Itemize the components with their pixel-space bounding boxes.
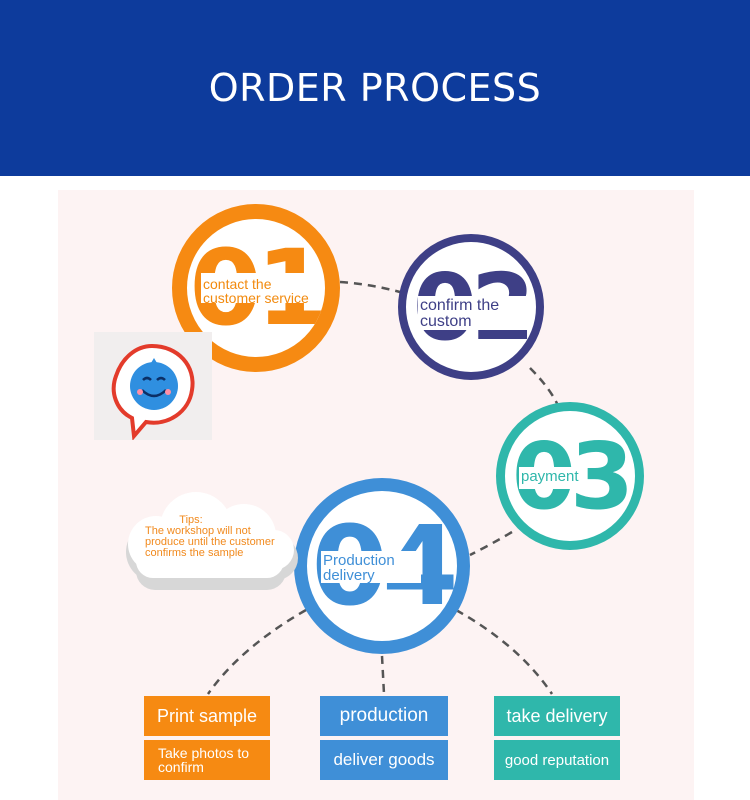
- connector-03-04: [469, 530, 513, 557]
- smiling-water-drop-icon: [111, 343, 195, 441]
- step-01-label: contact the customer service: [203, 276, 309, 306]
- step-02-label: confirm the custom: [420, 297, 500, 330]
- step-04-circle: 04 Production delivery: [294, 478, 470, 654]
- mascot-frame: [94, 332, 212, 441]
- production-label: production: [339, 705, 429, 726]
- step-03-circle: 03 payment: [496, 402, 644, 550]
- tips-cloud: [126, 492, 298, 590]
- take-delivery-button[interactable]: take delivery: [494, 696, 620, 736]
- step-03-label: payment: [521, 468, 579, 485]
- tips-note: Tips: The workshop will not produce unti…: [145, 515, 285, 559]
- tips-body: The workshop will not produce until the …: [145, 525, 275, 559]
- take-delivery-label: take delivery: [506, 705, 608, 726]
- print-sample-label: Print sample: [156, 705, 258, 726]
- take-photos-label: Take photos to confirm: [158, 745, 250, 775]
- print-sample-button[interactable]: Print sample: [144, 696, 270, 736]
- deliver-goods-label: deliver goods: [333, 750, 435, 769]
- good-reputation-button[interactable]: good reputation: [494, 740, 620, 780]
- connector-04-right: [455, 608, 554, 695]
- page-title: ORDER PROCESS: [208, 66, 542, 110]
- connector-01-02: [339, 280, 401, 294]
- connector-04-left: [206, 608, 307, 695]
- tips-title: Tips:: [179, 514, 203, 526]
- production-button[interactable]: production: [320, 696, 448, 736]
- connector-04-middle: [380, 655, 386, 695]
- good-reputation-label: good reputation: [504, 751, 610, 769]
- header-banner: ORDER PROCESS: [0, 0, 750, 176]
- take-photos-button[interactable]: Take photos to confirm: [144, 740, 270, 780]
- deliver-goods-button[interactable]: deliver goods: [320, 740, 448, 780]
- step-04-label: Production delivery: [323, 552, 395, 584]
- step-02-circle: 02 confirm the custom: [398, 234, 544, 380]
